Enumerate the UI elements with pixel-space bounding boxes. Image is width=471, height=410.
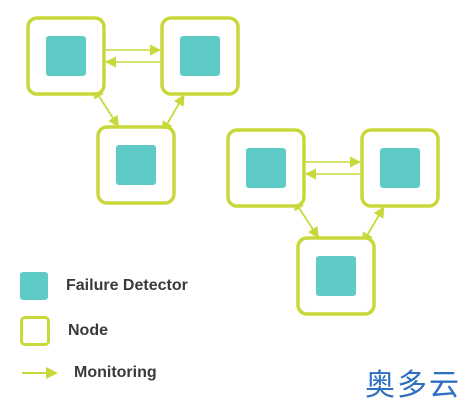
- failure-detector-2-top-left: [246, 148, 286, 188]
- legend-detector-label: Failure Detector: [66, 277, 188, 294]
- failure-detector-1-bottom: [116, 145, 156, 185]
- legend-node-label: Node: [68, 322, 108, 339]
- legend-detector: Failure Detector: [20, 272, 188, 300]
- failure-detector-1-top-right: [180, 36, 220, 76]
- node-swatch-icon: [20, 316, 50, 346]
- legend-monitoring: Monitoring: [20, 364, 157, 382]
- failure-detector-2-top-right: [380, 148, 420, 188]
- failure-detector-2-bottom: [316, 256, 356, 296]
- failure-detector-1-top-left: [46, 36, 86, 76]
- watermark-logo: 奥多云: [365, 368, 461, 403]
- legend-node: Node: [20, 316, 108, 346]
- legend-monitoring-label: Monitoring: [74, 364, 157, 381]
- failure-detector-swatch-icon: [20, 272, 48, 300]
- monitoring-arrow-icon: [22, 367, 58, 379]
